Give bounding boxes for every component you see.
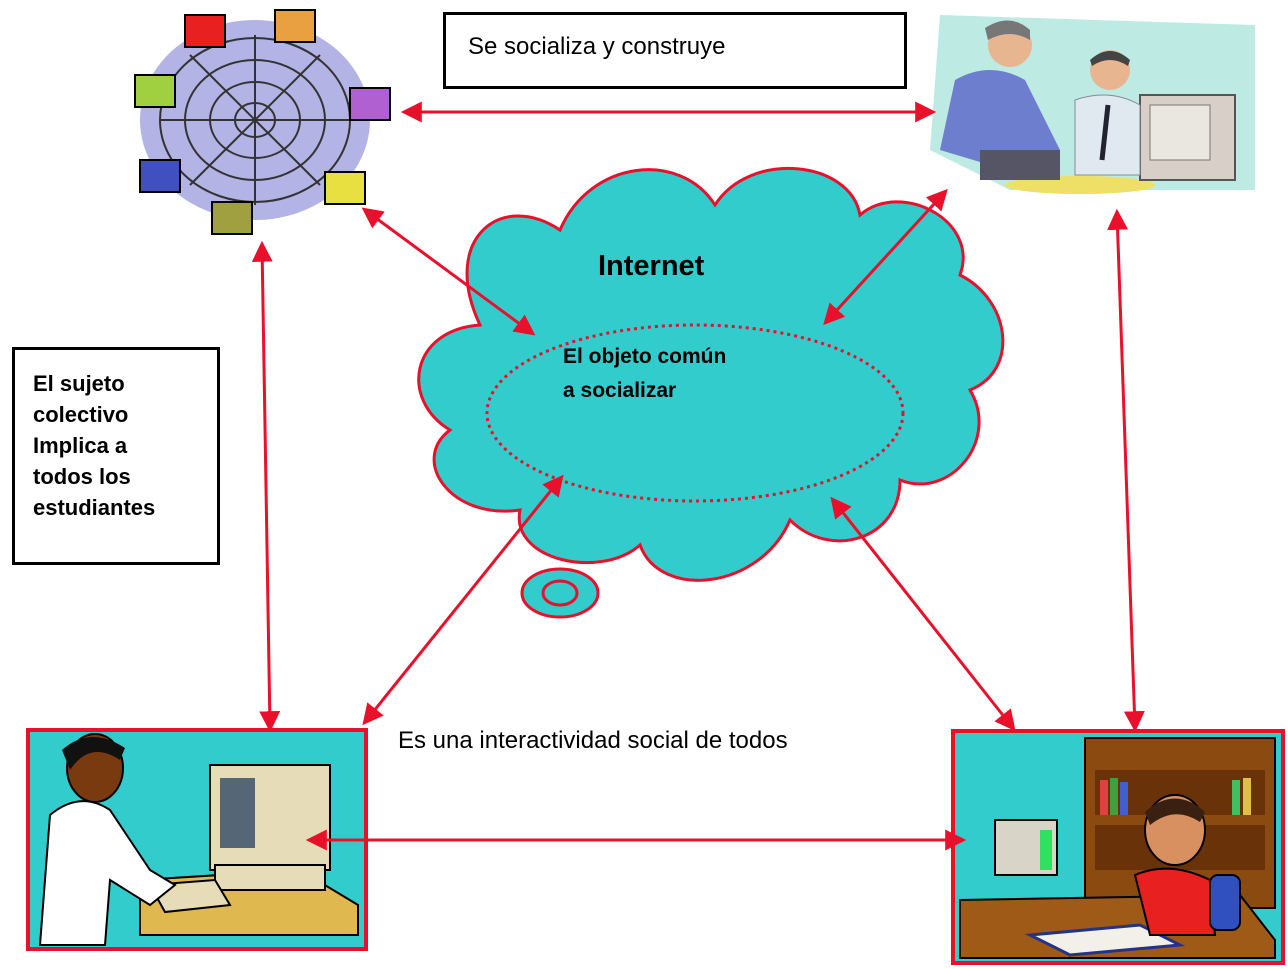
arrow-workers-cloud bbox=[823, 188, 948, 326]
socialize-text-box: Se socializa y construye bbox=[443, 12, 907, 89]
interactivity-text: Es una interactividad social de todos bbox=[398, 727, 788, 754]
student-computer-frame bbox=[26, 728, 368, 951]
collective-subject-box: El sujeto colectivo Implica a todos los … bbox=[12, 347, 220, 565]
arrows bbox=[251, 101, 1145, 851]
common-object-ellipse bbox=[485, 323, 905, 503]
collective-subject-text: El sujeto colectivo Implica a todos los … bbox=[33, 371, 156, 520]
arrow-network-cloud bbox=[361, 207, 536, 336]
arrow-workers-right-student bbox=[1107, 208, 1145, 733]
student-desk-icon bbox=[959, 737, 1276, 959]
arrow-network-left-student bbox=[251, 240, 281, 733]
common-object-text: El objeto común a socializar bbox=[563, 345, 727, 402]
internet-title: Internet bbox=[598, 250, 705, 282]
student-desk-frame bbox=[951, 729, 1285, 965]
cloud-tail-inner bbox=[541, 579, 579, 607]
office-workers-icon bbox=[930, 15, 1255, 194]
socialize-text: Se socializa y construye bbox=[468, 33, 726, 60]
computer-network-icon bbox=[134, 9, 391, 235]
student-computer-icon bbox=[38, 733, 359, 946]
arrow-cloud-right-student bbox=[830, 496, 1016, 732]
arrow-cloud-left-student bbox=[362, 474, 564, 726]
